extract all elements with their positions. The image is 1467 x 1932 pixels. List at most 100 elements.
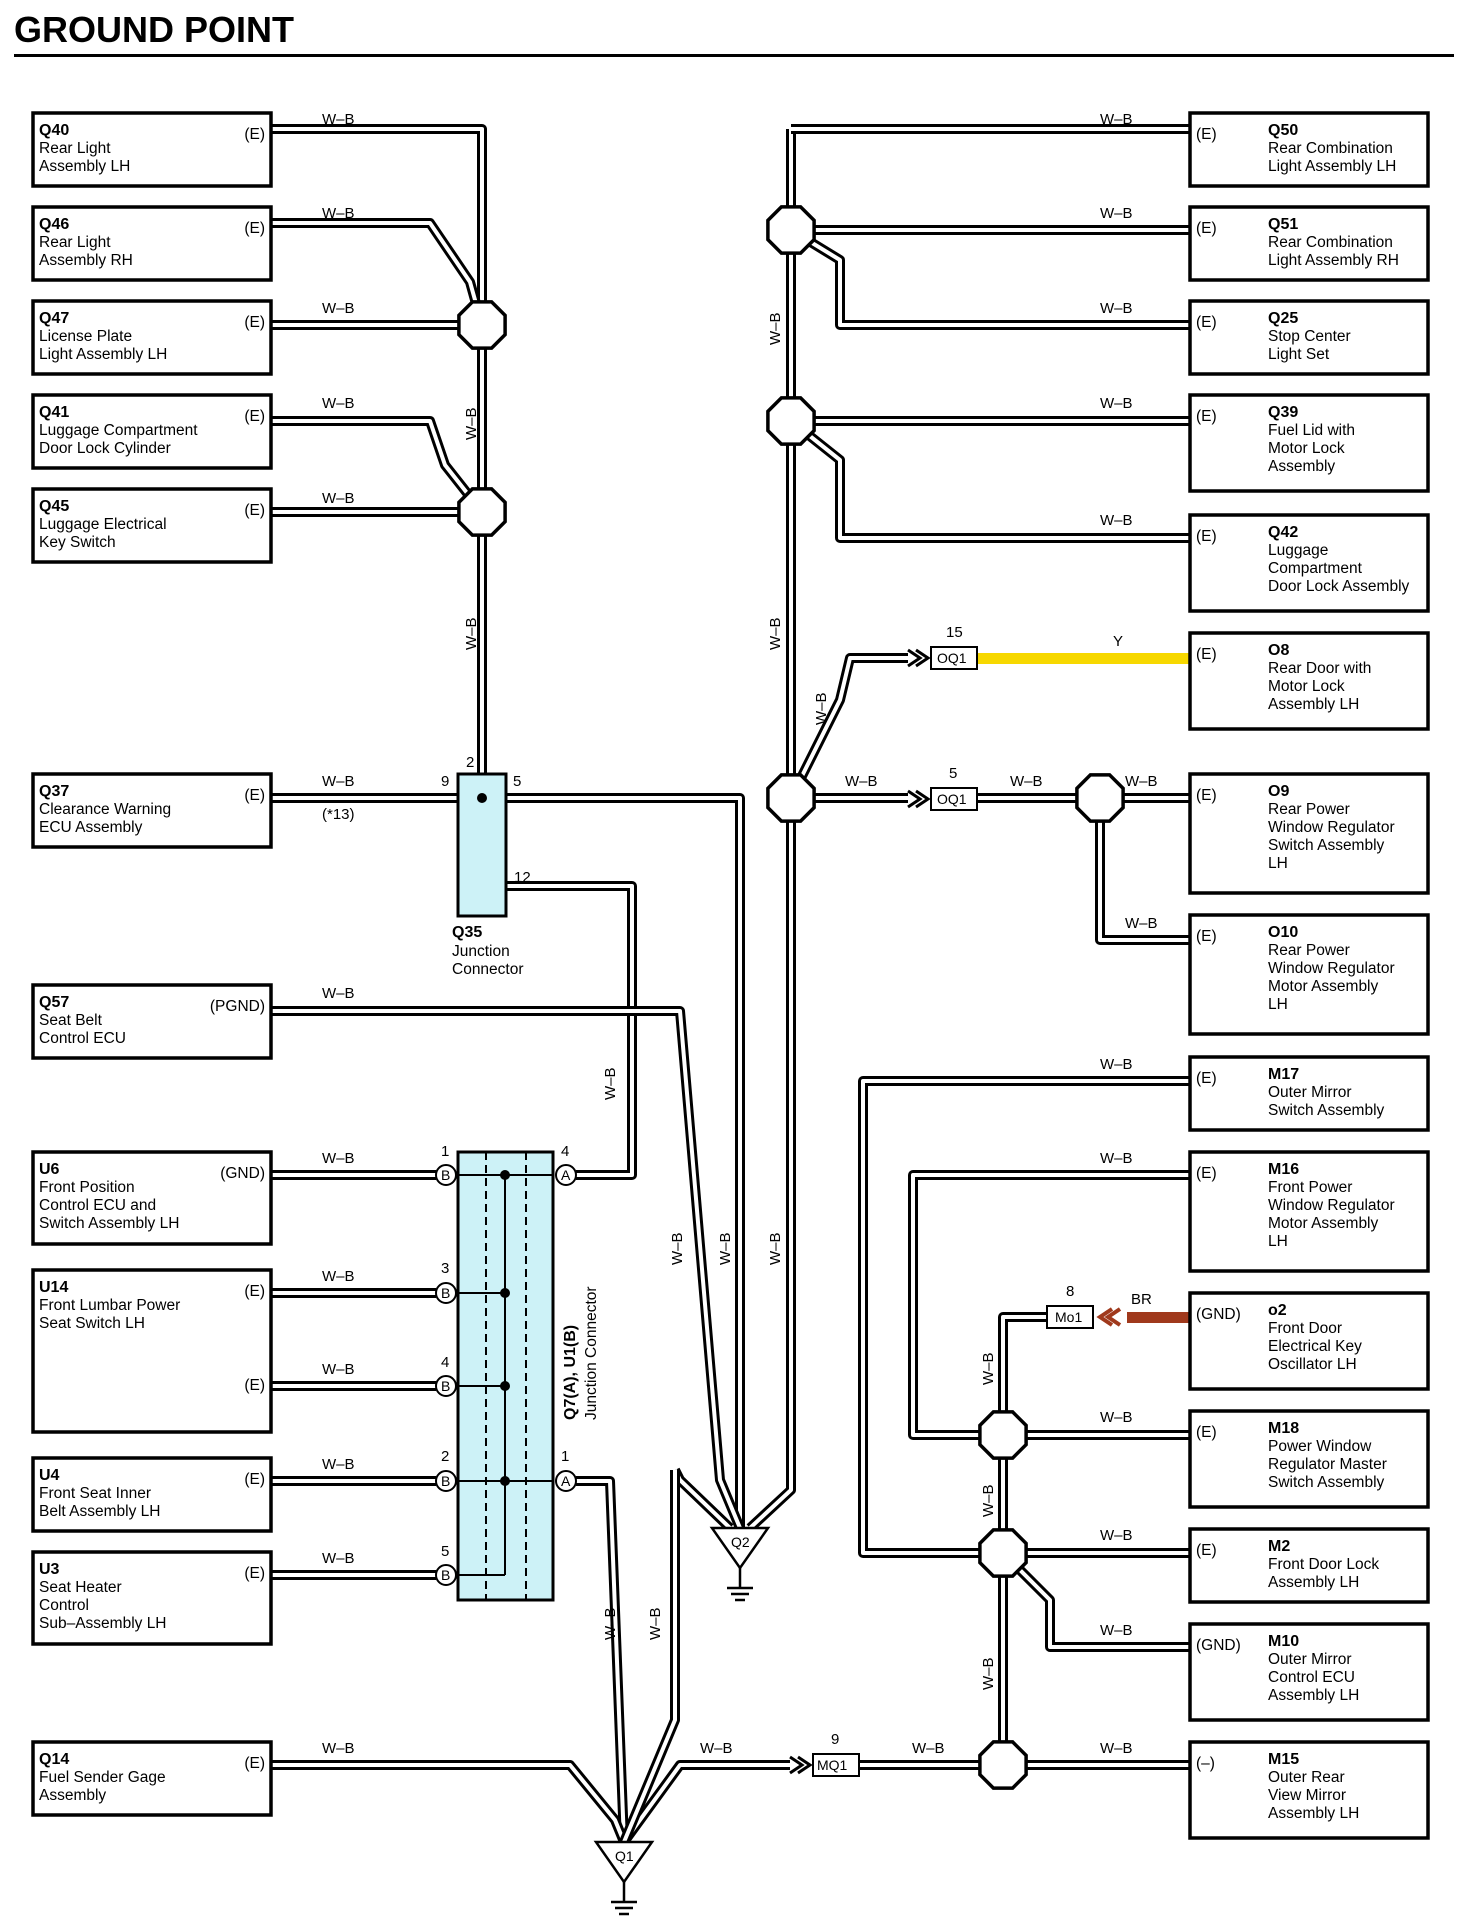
wire-core: [789, 228, 1190, 327]
wire-label-wb: W–B: [1100, 395, 1133, 412]
splice-point: [978, 1410, 1028, 1460]
component-code: Q57: [39, 994, 69, 1011]
ground-q2: Q2: [709, 1526, 771, 1602]
component-name-line: Motor Assembly: [1268, 1215, 1379, 1232]
component-code: Q42: [1268, 524, 1298, 541]
q7u1-pin-b1: B 1: [435, 1143, 457, 1186]
wire-label-br: BR: [1131, 1291, 1152, 1308]
wire-outline: [271, 416, 486, 516]
wire-core: [622, 1470, 677, 1843]
svg-text:Q2: Q2: [731, 1534, 750, 1550]
component-name-line: Front Power: [1268, 1179, 1352, 1196]
component-pin: (E): [244, 408, 265, 425]
wire-core: [271, 221, 484, 326]
component-name-line: Control: [39, 1597, 89, 1614]
wire-core: [576, 1479, 626, 1843]
wire-label-wb: W–B: [1100, 205, 1133, 222]
wire-label-wb: W–B: [1100, 1740, 1133, 1757]
component-name-line: LH: [1268, 996, 1288, 1013]
wire-label-wb: W–B: [463, 407, 480, 440]
page-title: GROUND POINT: [14, 9, 294, 50]
component-name-line: Compartment: [1268, 560, 1363, 577]
component-name-line: Oscillator LH: [1268, 1356, 1357, 1373]
svg-text:4: 4: [441, 1354, 449, 1371]
component-name-line: Control ECU: [1268, 1669, 1355, 1686]
wire-label-y: Y: [1113, 633, 1123, 650]
wire-label-wb: W–B: [322, 1150, 355, 1167]
wire-core: [506, 796, 742, 1528]
component-name-line: Switch Assembly: [1268, 1102, 1385, 1119]
q35-pin-9: 9: [441, 773, 449, 790]
wire-label-wb: W–B: [602, 1607, 619, 1640]
component-name-line: View Mirror: [1268, 1787, 1346, 1804]
component-pin: (E): [1196, 928, 1217, 945]
component-name-line: Outer Mirror: [1268, 1651, 1352, 1668]
component-name-line: Outer Mirror: [1268, 1084, 1352, 1101]
component-code: Q25: [1268, 310, 1298, 327]
title-rule: [14, 54, 1454, 57]
component-code: Q51: [1268, 216, 1298, 233]
component-code: Q47: [39, 310, 69, 327]
wire-core: [622, 1763, 790, 1844]
component-pin: (E): [244, 126, 265, 143]
svg-text:9: 9: [831, 1731, 839, 1748]
component-pin: (E): [244, 1283, 265, 1300]
svg-text:MQ1: MQ1: [817, 1757, 848, 1773]
wire-outline: [271, 218, 487, 327]
component-code: M18: [1268, 1420, 1299, 1437]
component-name-line: Seat Belt: [39, 1012, 103, 1029]
q7u1-pin-b2: B 2: [435, 1448, 457, 1492]
svg-text:1: 1: [561, 1448, 569, 1465]
component-pin: (E): [244, 220, 265, 237]
wire-outline: [746, 1455, 796, 1532]
component-name-line: LH: [1268, 1233, 1288, 1250]
wire-label-wb: W–B: [1100, 111, 1133, 128]
wire-label-wb: W–B: [322, 1268, 355, 1285]
component-pin: (E): [244, 502, 265, 519]
wire-label-wb: W–B: [1100, 1622, 1133, 1639]
component-code: M17: [1268, 1066, 1299, 1083]
wire-label-wb: W–B: [912, 1740, 945, 1757]
svg-text:Mo1: Mo1: [1055, 1309, 1082, 1325]
wire-label-wb: W–B: [1100, 512, 1133, 529]
splice-point: [457, 487, 507, 537]
component-pin: (E): [1196, 408, 1217, 425]
wire-label-wb: W–B: [463, 617, 480, 650]
connector-oq1-5: OQ1 5: [907, 765, 978, 811]
component-pin: (E): [1196, 1165, 1217, 1182]
svg-text:B: B: [441, 1378, 450, 1394]
wire-label-wb: W–B: [980, 1484, 997, 1517]
wire-core: [506, 884, 634, 1177]
wire-label-wb: W–B: [322, 395, 355, 412]
component-name-line: Seat Switch LH: [39, 1315, 145, 1332]
splice-point: [766, 773, 816, 823]
svg-text:B: B: [441, 1167, 450, 1183]
brown-wire: [1127, 1312, 1191, 1323]
wire-outline: [506, 881, 637, 1180]
wire-label-wb: W–B: [813, 692, 830, 725]
component-name-line: Luggage Compartment: [39, 422, 198, 439]
component-name-line: Assembly: [1268, 458, 1335, 475]
component-name-line: Door Lock Cylinder: [39, 440, 171, 457]
q7-u1-label: Junction Connector: [583, 1286, 600, 1420]
component-name-line: Assembly LH: [1268, 1574, 1359, 1591]
q35-pin-12: 12: [514, 869, 531, 886]
wire-label-wb: W–B: [1100, 1409, 1133, 1426]
svg-text:A: A: [561, 1167, 571, 1183]
component-name-line: Light Assembly LH: [1268, 158, 1396, 175]
component-name-line: License Plate: [39, 328, 132, 345]
wire-label-wb: W–B: [602, 1067, 619, 1100]
